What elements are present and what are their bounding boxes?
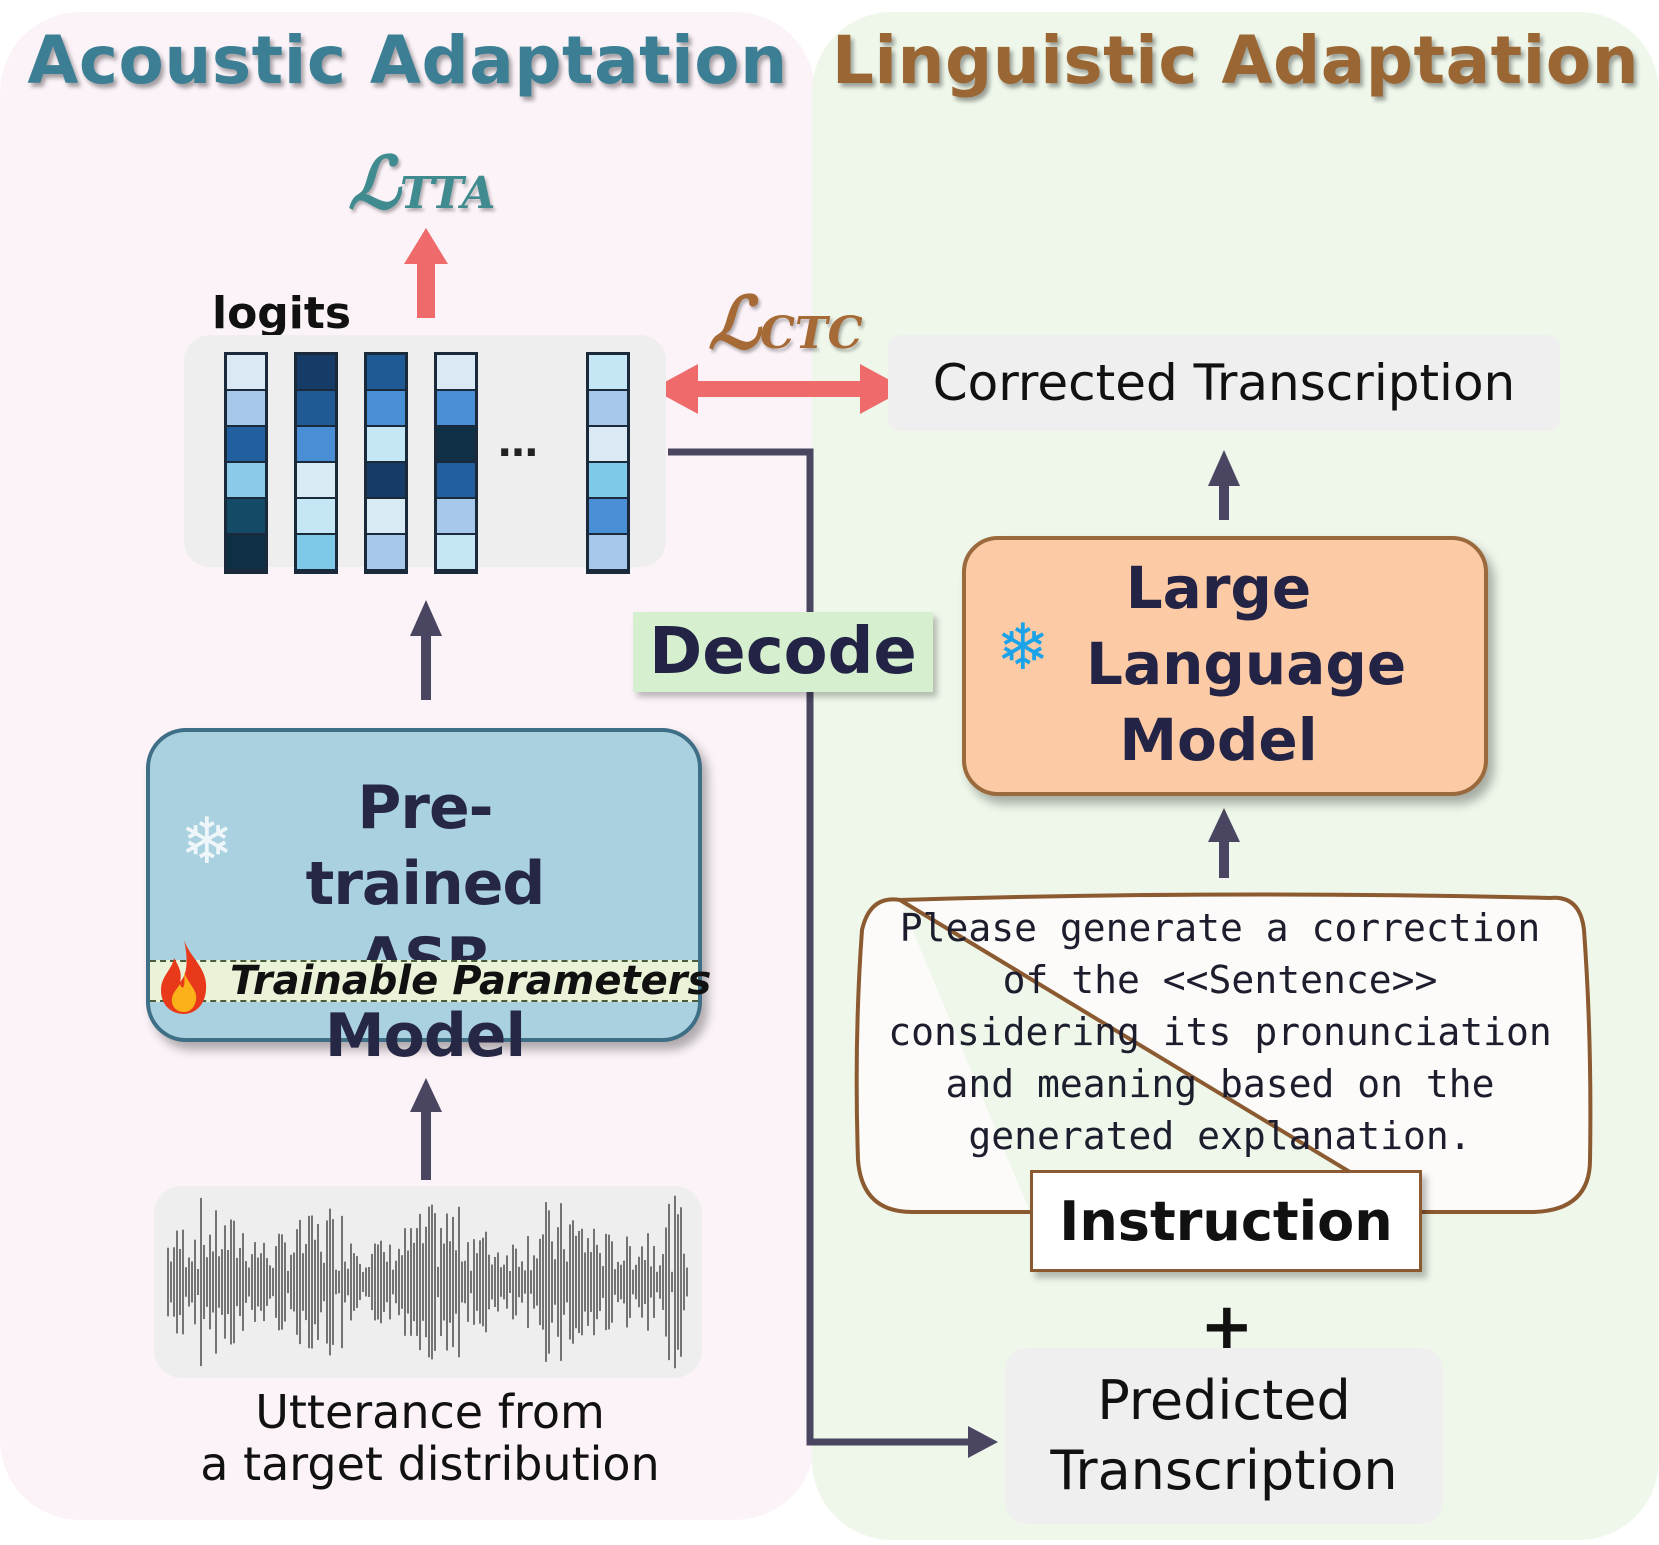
asr-to-logits-arrow [410, 600, 442, 700]
logit-cell [589, 499, 627, 535]
snowflake-icon: ❄ [180, 805, 234, 879]
logit-cell [367, 427, 405, 463]
logit-cell [437, 427, 475, 463]
logits-label: logits [212, 288, 352, 339]
loss-tta-label: ℒTTA [348, 140, 496, 225]
logit-cell [297, 463, 335, 499]
logit-cell [367, 355, 405, 391]
logit-column [364, 352, 408, 574]
logit-cell [437, 535, 475, 571]
logit-cell [589, 391, 627, 427]
logit-cell [367, 499, 405, 535]
wave-to-asr-arrow [410, 1078, 442, 1180]
logit-column [224, 352, 268, 574]
instruction-box-border [854, 892, 1593, 1214]
llm-to-corrected-arrow [1208, 450, 1240, 520]
logit-cell [437, 391, 475, 427]
tta-arrow [404, 228, 448, 318]
llm-label: Large Language Model [1086, 554, 1407, 774]
waveform-box [154, 1186, 702, 1378]
logit-cell [297, 391, 335, 427]
logit-cell [227, 535, 265, 571]
logit-cell [367, 391, 405, 427]
logit-cell [589, 427, 627, 463]
logit-cell [297, 427, 335, 463]
logit-cell [437, 499, 475, 535]
logit-column [294, 352, 338, 574]
instruction-to-llm-arrow [1208, 808, 1240, 878]
predicted-transcription-box: Predicted Transcription [1005, 1348, 1443, 1524]
ctc-double-arrow [652, 364, 906, 414]
snowflake-icon: ❄ [996, 611, 1050, 685]
logit-cell [589, 355, 627, 391]
corrected-transcription-box: Corrected Transcription [888, 335, 1560, 431]
acoustic-adaptation-title: Acoustic Adaptation [27, 22, 788, 99]
instruction-tab: Instruction [1030, 1170, 1422, 1272]
logit-cell [589, 535, 627, 571]
asr-label: Pre-trained ASR Model [305, 773, 546, 1071]
waveform-icon [167, 1195, 688, 1369]
instruction-tab-label: Instruction [1059, 1189, 1393, 1253]
utterance-label: Utterance from a target distribution [200, 1385, 660, 1491]
logit-cell [227, 463, 265, 499]
logit-column [586, 352, 630, 574]
corrected-transcription-label: Corrected Transcription [932, 354, 1516, 412]
decode-label: Decode [633, 612, 933, 692]
linguistic-adaptation-title: Linguistic Adaptation [831, 22, 1640, 99]
logit-cell [589, 463, 627, 499]
predicted-transcription-label-line2: Transcription [1050, 1439, 1398, 1502]
logit-cell [297, 355, 335, 391]
trainable-parameters-band: Trainable Parameters [150, 940, 711, 1014]
logit-cell [437, 355, 475, 391]
instruction-text: Please generate a correction of the <<Se… [888, 906, 1552, 1158]
flame-icon [161, 940, 207, 1014]
logit-cell [367, 463, 405, 499]
large-language-model-box: ❄ Large Language Model [962, 536, 1488, 796]
predicted-transcription-label-line1: Predicted [1097, 1369, 1351, 1432]
logits-ellipsis: … [498, 420, 540, 466]
logit-cell [297, 535, 335, 571]
logit-cell [437, 463, 475, 499]
logit-cell [227, 391, 265, 427]
pretrained-asr-model-box: ❄ Pre-trained ASR Model Trainable Parame… [146, 728, 711, 1071]
decode-path-arrow [668, 448, 998, 1458]
logit-cell [227, 355, 265, 391]
loss-ctc-label: ℒCTC [708, 280, 863, 365]
logit-cell [227, 427, 265, 463]
logit-column [434, 352, 478, 574]
logit-cell [297, 499, 335, 535]
logit-cell [367, 535, 405, 571]
trainable-parameters-label: Trainable Parameters [230, 958, 712, 1004]
logit-cell [227, 499, 265, 535]
